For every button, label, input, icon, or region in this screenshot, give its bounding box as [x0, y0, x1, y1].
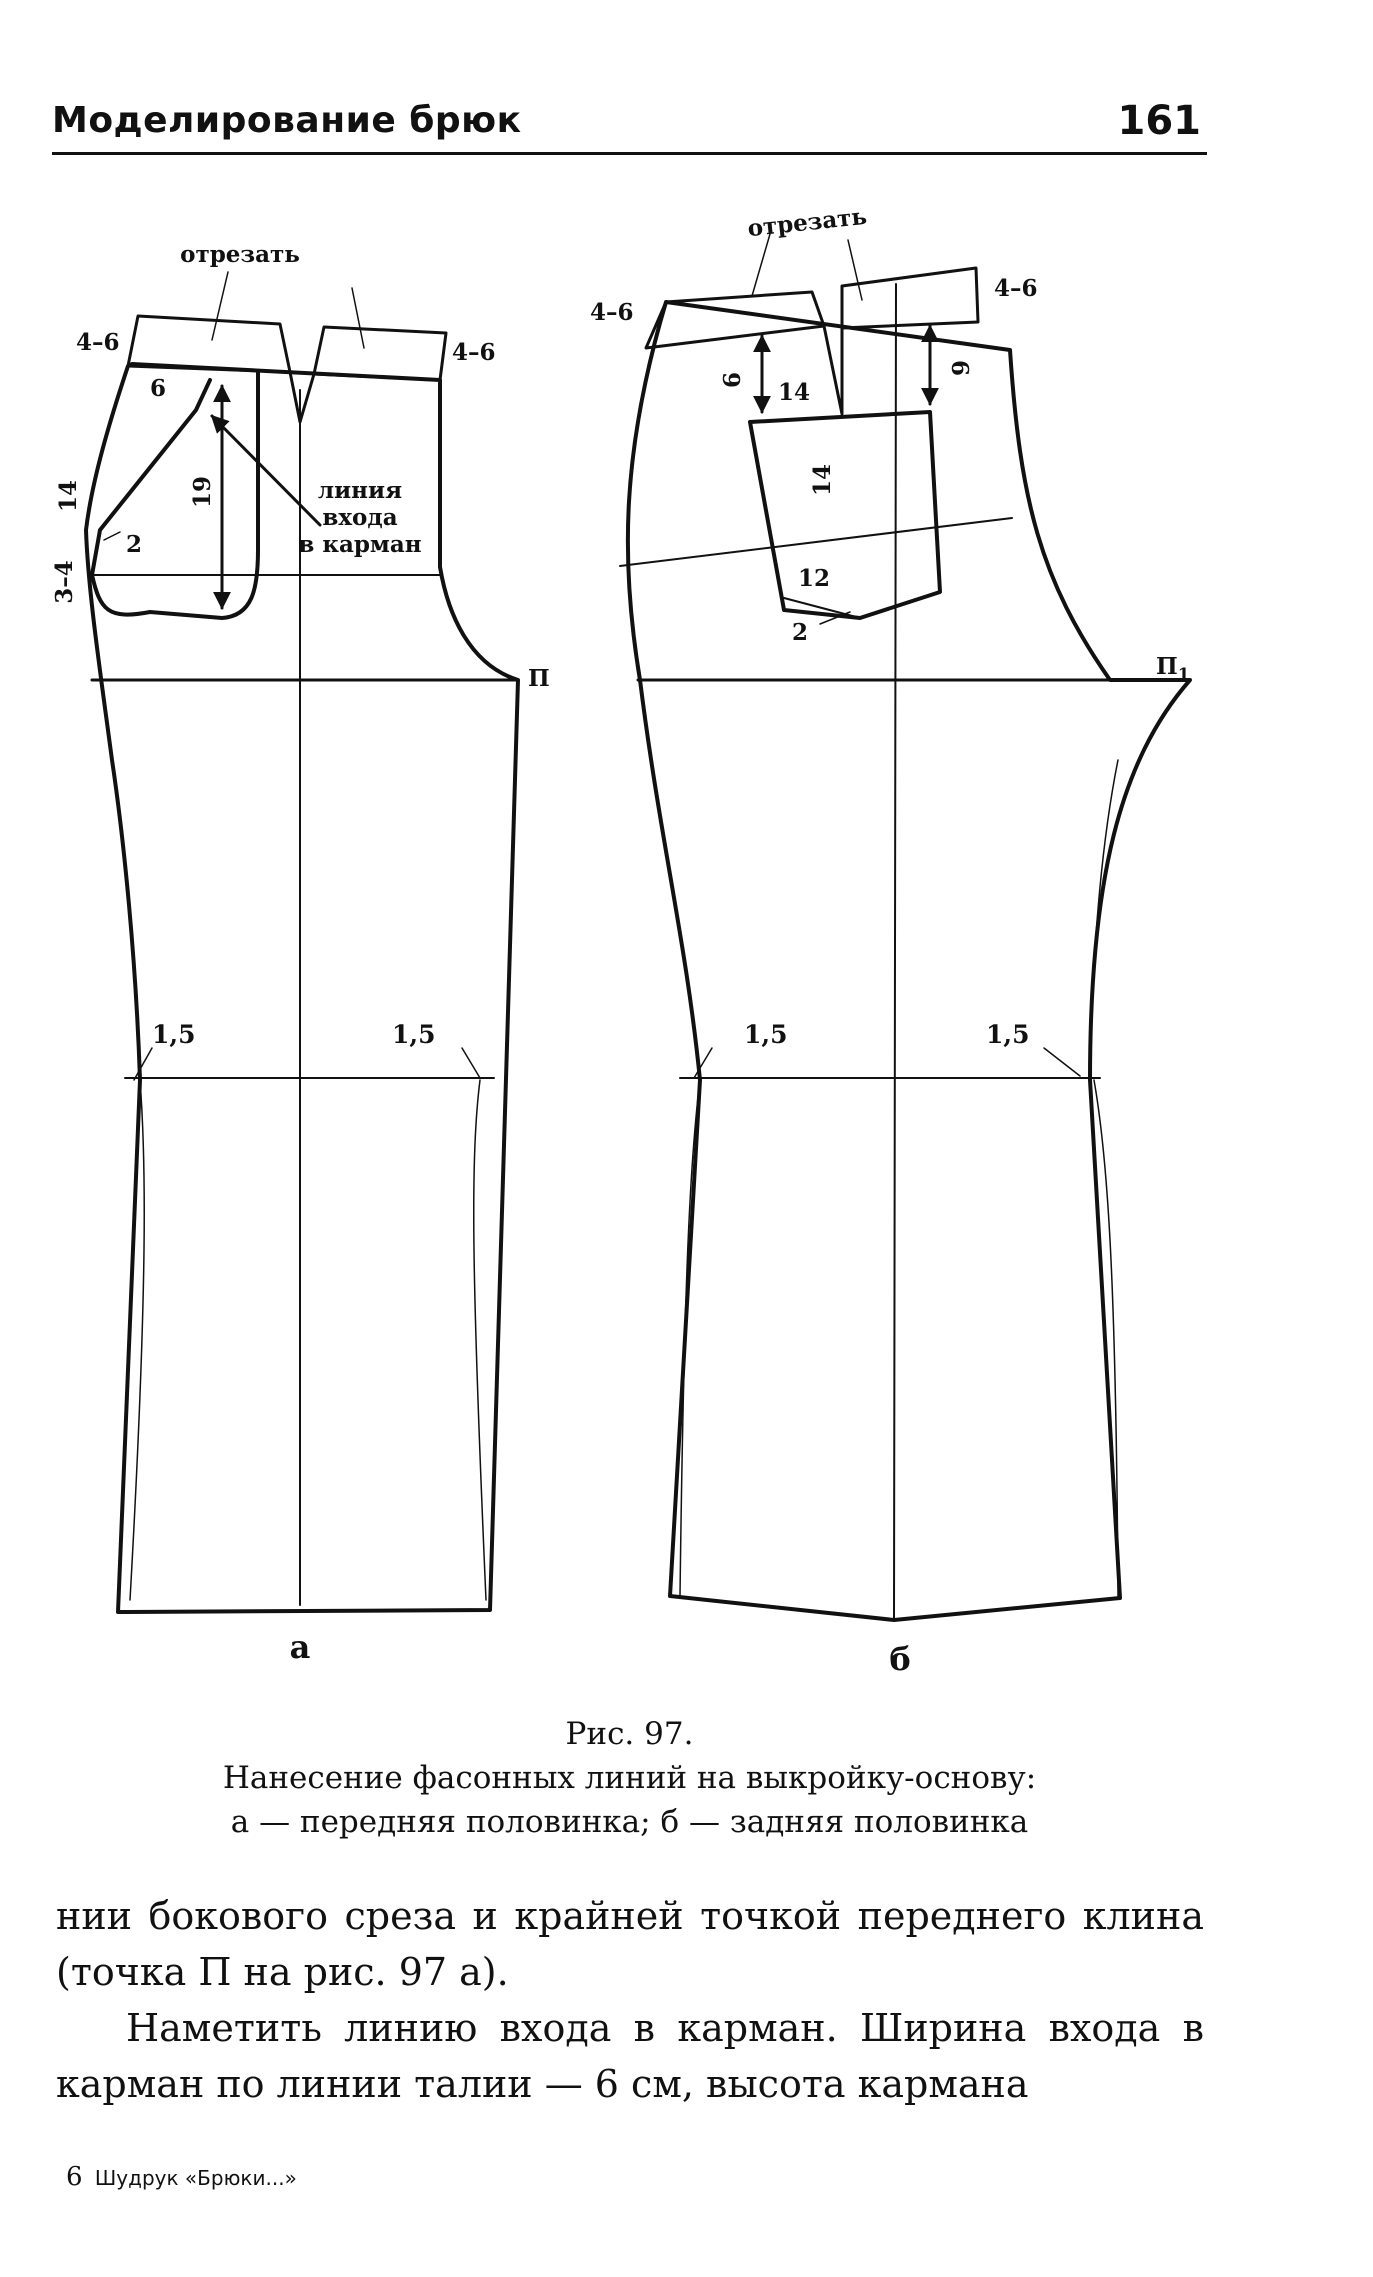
back-label-2: 2 — [792, 619, 808, 646]
front-pocket — [90, 370, 260, 620]
back-label-14-side: 14 — [809, 464, 836, 496]
pocket-line-label-1: линия — [318, 477, 402, 504]
front-waistband-left — [126, 314, 292, 374]
page-number: 161 — [1117, 98, 1202, 144]
back-half-pattern — [619, 233, 1192, 1622]
back-label-4-6-left: 4–6 — [590, 299, 634, 326]
back-label-1-5-left: 1,5 — [744, 1020, 788, 1049]
back-crease-line — [893, 283, 897, 1619]
front-label-1-5-right: 1,5 — [392, 1020, 436, 1049]
back-outline — [625, 300, 1192, 1622]
back-label-6-left: 6 — [719, 372, 746, 388]
footer-signature-text: Шудрук «Брюки...» — [94, 2166, 297, 2190]
front-label-2: 2 — [126, 531, 142, 558]
front-label-14: 14 — [55, 480, 82, 512]
pocket-line-label-3: в карман — [298, 531, 421, 558]
front-label-19: 19 — [189, 476, 216, 508]
body-paragraph-1: нии бокового среза и крайней точкой пере… — [56, 1894, 1204, 1994]
pocket-line-label-2: входа — [322, 504, 397, 531]
front-outline — [84, 362, 520, 1614]
back-label-12: 12 — [798, 565, 830, 592]
page-header: Моделирование брюк 161 — [52, 96, 1207, 155]
caption-title: Нанесение фасонных линий на выкройку-осн… — [222, 1760, 1037, 1796]
front-dart — [288, 370, 316, 424]
front-label-4-6-left: 4–6 — [76, 329, 120, 356]
back-point-p1: П1 — [1156, 653, 1190, 685]
back-label-14-top: 14 — [778, 379, 810, 406]
back-label-4-6-right: 4–6 — [994, 275, 1038, 302]
running-title: Моделирование брюк — [52, 100, 522, 141]
page-footer: 6 Шудрук «Брюки...» — [66, 2162, 297, 2192]
back-sub-label: б — [889, 1640, 910, 1678]
back-label-1-5-right: 1,5 — [986, 1020, 1030, 1049]
front-half-pattern — [84, 271, 520, 1614]
body-text: нии бокового среза и крайней точкой пере… — [56, 1888, 1204, 2112]
back-waistband-right — [840, 266, 980, 330]
body-paragraph-2: Наметить линию входа в карман. Ширина вх… — [56, 2006, 1204, 2106]
back-waistband-left — [644, 290, 826, 350]
caption-figure-number: Рис. 97. — [565, 1716, 694, 1752]
front-point-p: П — [528, 665, 550, 692]
footer-signature-number: 6 — [66, 2162, 83, 2192]
back-pocket — [748, 410, 942, 620]
back-label-6-right: 6 — [946, 360, 973, 376]
front-label-3-4: 3–4 — [51, 560, 78, 604]
back-cut-label: отрезать — [746, 203, 868, 242]
front-label-6: 6 — [150, 375, 166, 402]
front-sub-label: а — [290, 1628, 311, 1666]
figure-caption: Рис. 97. Нанесение фасонных линий на вык… — [52, 1712, 1207, 1844]
caption-legend: а — передняя половинка; б — задняя полов… — [230, 1804, 1029, 1840]
front-label-4-6-right: 4–6 — [452, 339, 496, 366]
pattern-drawing: отрезать 4–6 4–6 6 14 19 2 3–4 линия вхо… — [51, 203, 1192, 1678]
front-cut-label: отрезать — [180, 241, 300, 268]
front-waistband-right — [312, 325, 448, 382]
pattern-figure: отрезать 4–6 4–6 6 14 19 2 3–4 линия вхо… — [0, 200, 1373, 1690]
back-dart — [822, 324, 844, 416]
front-label-1-5-left: 1,5 — [152, 1020, 196, 1049]
